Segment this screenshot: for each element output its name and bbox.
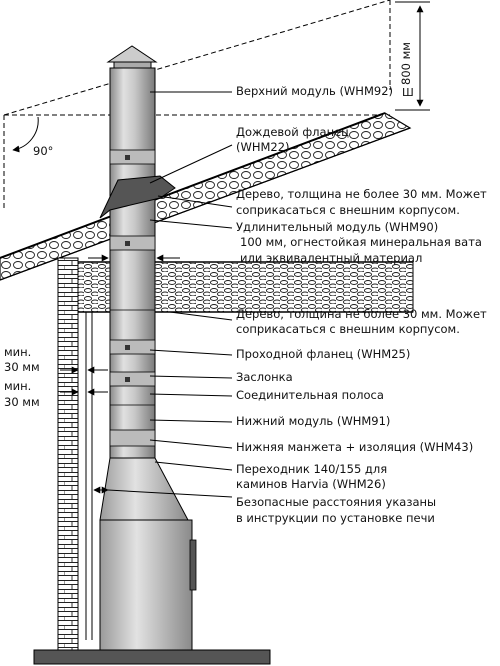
brick-wall	[57, 257, 79, 651]
label-bottom-module: Нижний модуль (WHM91)	[236, 414, 390, 428]
wall-trim	[77, 312, 93, 640]
leader-lines	[107, 91, 233, 498]
label-strip: Соединительная полоса	[236, 388, 384, 402]
dimension-mark: Ш	[402, 86, 414, 99]
floor	[33, 649, 271, 665]
label-insulation-2: или эквивалентный материал	[240, 251, 422, 265]
chimney-pipe	[106, 45, 158, 461]
label-wood-1b: соприкасаться с внешним корпусом.	[236, 203, 460, 217]
angle-marker: 90°	[12, 116, 53, 158]
label-insulation-1: 100 мм, огнестойкая минеральная вата	[240, 235, 482, 249]
label-safety-1: Безопасные расстояния указаны	[236, 495, 436, 509]
roof	[0, 112, 412, 281]
label-pass-flange: Проходной фланец (WHM25)	[236, 347, 410, 361]
clearance-arrows	[60, 254, 180, 494]
label-rain-flange-2: (WHM22)	[236, 140, 290, 154]
label-top-module: Верхний модуль (WHM92)	[236, 84, 393, 98]
angle-label: 90°	[33, 144, 53, 158]
label-min2-b: 30 мм	[4, 395, 40, 409]
label-bottom-collar: Нижняя манжета + изоляция (WHM43)	[236, 440, 473, 454]
label-min1-b: 30 мм	[4, 360, 40, 374]
label-extension: Удлинительный модуль (WHM90)	[236, 220, 438, 234]
label-adapter-2: каминов Harvia (WHM26)	[236, 477, 386, 491]
dashed-reference-lines	[3, 0, 391, 210]
labels: Верхний модуль (WHM92) Дождевой фланец (…	[4, 84, 487, 525]
label-safety-2: в инструкции по установке печи	[236, 511, 435, 525]
label-wood-2b: соприкасаться с внешним корпусом.	[236, 322, 460, 336]
label-adapter-1: Переходник 140/155 для	[236, 462, 387, 476]
label-wood-2a: Дерево, толщина не более 30 мм. Может	[236, 307, 487, 321]
label-min2-a: мин.	[4, 379, 31, 393]
height-dimension: 800 мм Ш	[395, 1, 430, 111]
stove	[99, 457, 197, 651]
height-dimension-label: 800 мм	[399, 42, 413, 85]
rain-flange	[99, 175, 176, 219]
label-wood-1a: Дерево, толщина не более 30 мм. Может	[236, 187, 487, 201]
label-damper: Заслонка	[236, 370, 293, 384]
label-rain-flange-1: Дождевой фланец	[236, 125, 349, 139]
label-min1-a: мин.	[4, 345, 31, 359]
